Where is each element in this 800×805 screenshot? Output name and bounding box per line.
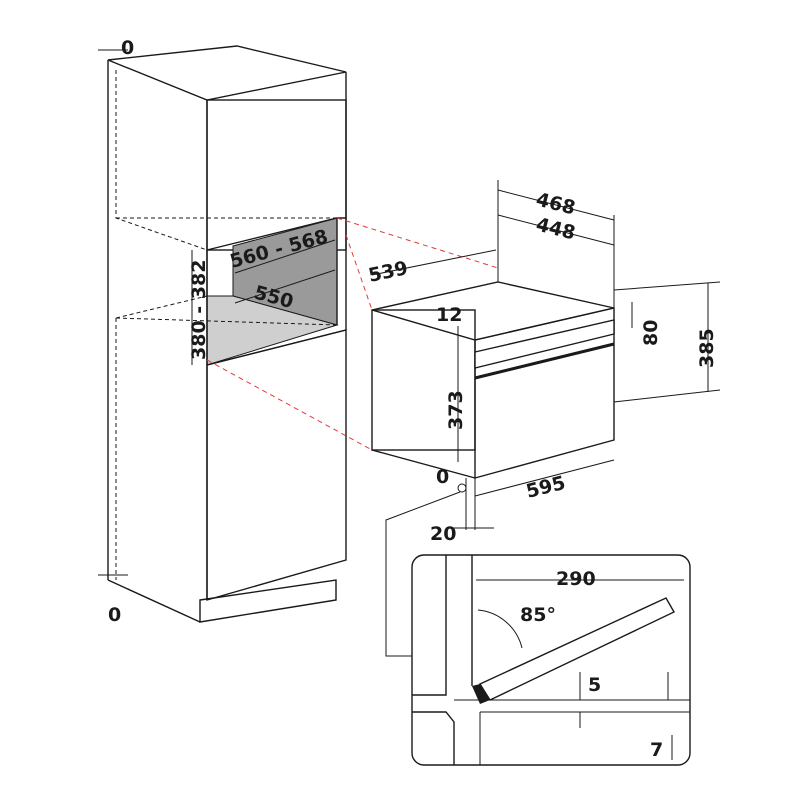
oven-side-depth-dimline: [371, 249, 497, 276]
cabinet-lower-panel: [206, 329, 347, 601]
label-oven-top-gap: 12: [436, 304, 462, 326]
inset-cabinet-edge: [412, 555, 447, 696]
ext-bottom-right: [613, 389, 721, 403]
inset-door-hinge: [472, 684, 490, 704]
guide-top-front: [345, 234, 373, 311]
label-oven-front-offset: 20: [430, 523, 456, 545]
oven-control-panel: [474, 319, 615, 369]
projection-guides: [206, 217, 499, 451]
oven-door-handle: [474, 342, 615, 380]
niche-depth-dimline: [234, 269, 336, 304]
guide-bottom: [206, 359, 373, 451]
oven-depth-inner-dimline: [497, 214, 615, 246]
label-cab-bottom-zero: 0: [108, 604, 121, 626]
oven-bottom-edge: [371, 449, 476, 479]
label-oven-width: 595: [524, 472, 568, 503]
inset-cabinet-lower: [412, 711, 455, 765]
ext-top-right: [613, 281, 721, 291]
detail-callout-marker: [457, 483, 467, 493]
label-oven-body-height: 373: [445, 390, 467, 430]
niche-width-dimline: [234, 239, 336, 274]
door-angle-arc: [477, 609, 523, 649]
guide-top-back: [336, 217, 499, 269]
label-door-clearance: 290: [556, 568, 596, 590]
label-oven-side-depth: 539: [366, 257, 409, 287]
cabinet-top-face: [107, 45, 347, 101]
oven-width-dimline: [474, 459, 615, 497]
label-door-gap-a: 5: [588, 674, 601, 696]
hidden-line-niche-floor: [115, 317, 338, 326]
label-niche-height: 380 - 382: [188, 260, 210, 360]
label-oven-total-height: 385: [696, 328, 718, 368]
oven-unit: [371, 180, 721, 530]
label-cab-top-zero: 0: [121, 37, 134, 59]
oven-depth-outer-dimline: [497, 189, 615, 221]
door-detail-inset: [411, 554, 691, 766]
cabinet-base-edge: [107, 579, 201, 623]
label-door-angle: 85°: [520, 604, 556, 626]
label-oven-bottom-zero: 0: [436, 466, 449, 488]
oven-front-face: [474, 307, 615, 479]
detail-callout-leader: [385, 491, 461, 657]
label-door-gap-b: 7: [650, 739, 663, 761]
cabinet-plinth: [199, 579, 337, 623]
hidden-line-upper: [115, 70, 208, 251]
tall-cabinet: [98, 45, 347, 623]
label-oven-panel-height: 80: [640, 320, 662, 346]
